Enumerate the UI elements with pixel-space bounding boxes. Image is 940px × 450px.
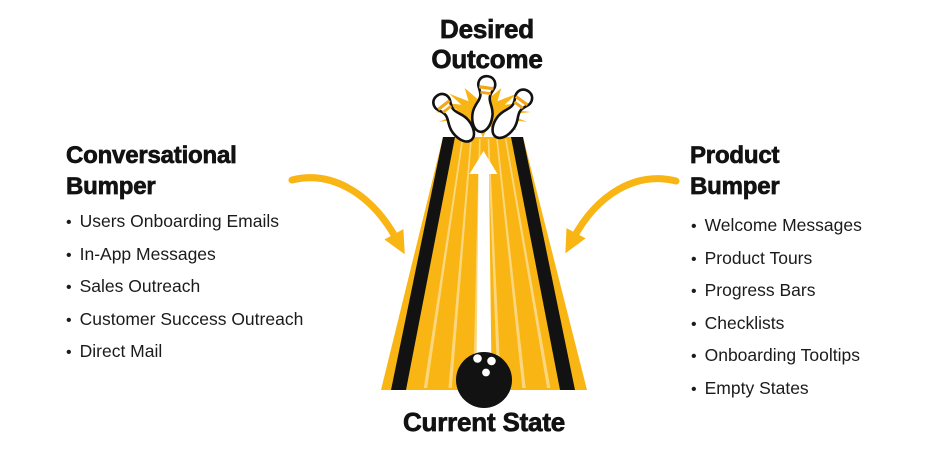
list-item: • Customer Success Outreach [66,304,376,337]
up-arrow-icon [469,151,498,372]
bullet-icon: • [691,250,697,268]
left-bumper-rail [391,137,455,390]
curved-arrow-left-icon [288,174,405,255]
bullet-icon: • [66,311,72,329]
list-item-label: Onboarding Tooltips [704,345,860,365]
right-bumper-rail [511,137,575,390]
list-item-label: In-App Messages [79,243,216,264]
list-item: • Direct Mail [66,336,376,369]
list-item-label: Direct Mail [79,341,163,361]
list-item: • Product Tours [691,243,940,276]
bowling-pins-icon [432,74,534,143]
product-bumper-heading: Product Bumper [690,142,780,201]
list-item: • Users Onboarding Emails [66,206,376,239]
list-item-label: Customer Success Outreach [79,308,304,329]
list-item: • Welcome Messages [691,210,940,243]
list-item-label: Progress Bars [704,280,816,300]
bullet-icon: • [691,218,697,235]
desired-outcome-label: Desired Outcome [431,14,543,75]
conversational-bumper-list: • Users Onboarding Emails • In-App Message… [66,206,376,369]
list-item-label: Users Onboarding Emails [79,211,279,231]
product-bumper-list: • Welcome Messages • Product Tours • Progre… [691,210,940,405]
list-item: • Sales Outreach [66,271,376,304]
bullet-icon: • [691,380,697,398]
bullet-icon: • [691,348,697,365]
list-item: • Onboarding Tooltips [691,340,940,373]
bullet-icon: • [691,283,697,300]
list-item-label: Sales Outreach [79,276,201,296]
list-item: • Checklists [691,308,940,341]
bowling-ball-icon [456,352,512,408]
list-item: • In-App Messages [66,239,376,272]
bullet-icon: • [66,344,72,361]
bullet-icon: • [66,246,72,264]
list-item-label: Welcome Messages [704,215,862,235]
bowling-lane [381,137,587,390]
bullet-icon: • [66,279,72,296]
list-item-label: Empty States [704,377,809,398]
list-item-label: Checklists [704,312,785,333]
lane-board-lines [423,139,551,388]
current-state-label: Current State [402,407,566,438]
conversational-bumper-heading: Conversational Bumper [66,142,237,201]
bullet-icon: • [66,214,72,231]
list-item-label: Product Tours [704,247,813,268]
curved-arrow-right-icon [565,175,680,254]
list-item: • Empty States [691,373,940,406]
list-item: • Progress Bars [691,275,940,308]
bullet-icon: • [691,315,697,333]
